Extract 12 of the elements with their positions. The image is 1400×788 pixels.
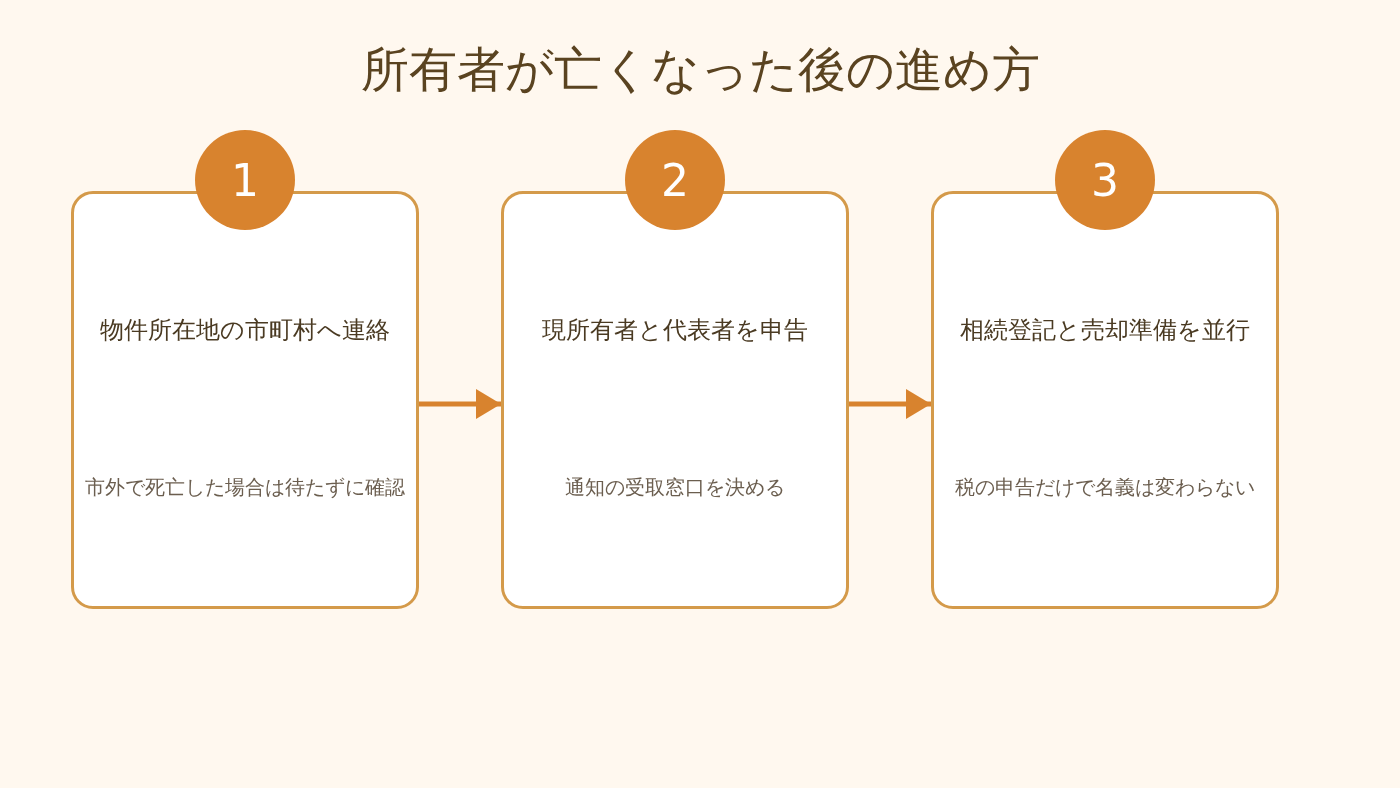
arrow [849,389,931,419]
step-description: 市外で死亡した場合は待たずに確認 [84,474,406,501]
step-heading: 現所有者と代表者を申告 [541,315,809,346]
step-number-circle: 1 [195,130,295,230]
step-number-circle: 2 [625,130,725,230]
step-heading: 物件所在地の市町村へ連絡 [99,315,391,346]
diagram-title: 所有者が亡くなった後の進め方 [359,40,1041,99]
step-description: 税の申告だけで名義は変わらない [954,474,1256,501]
step-number-circle: 3 [1055,130,1155,230]
arrow [419,389,501,419]
step-description: 通知の受取窓口を決める [564,474,786,501]
step-heading: 相続登記と売却準備を並行 [959,315,1251,346]
